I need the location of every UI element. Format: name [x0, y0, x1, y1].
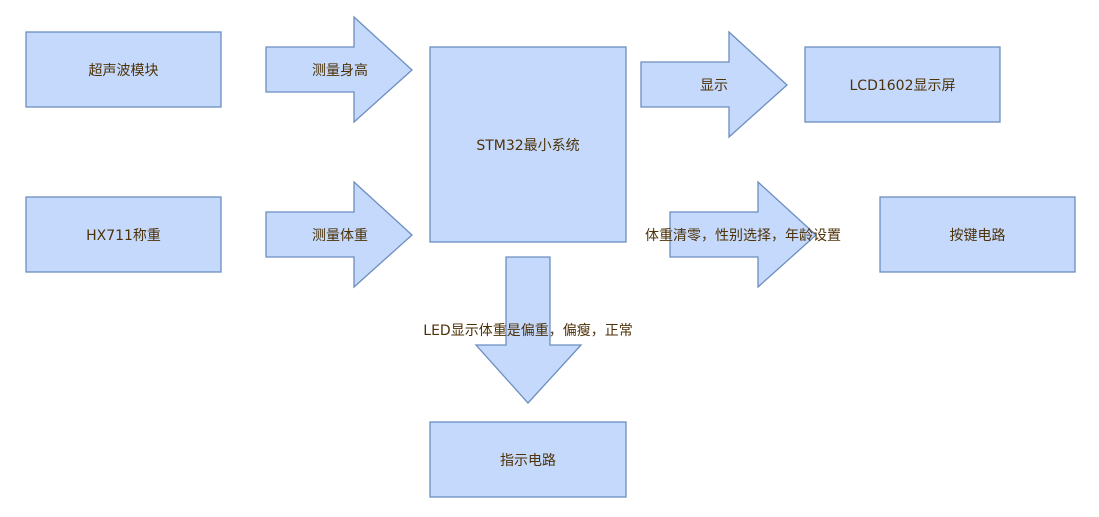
arrow-keys-label: 体重清零，性别选择，年龄设置: [645, 228, 841, 244]
arrow-indicator-label: LED显示体重是偏重，偏瘦，正常: [423, 322, 632, 339]
arrow-indicator: LED显示体重是偏重，偏瘦，正常: [423, 256, 633, 404]
arrow-measure-height: 测量身高: [265, 15, 413, 124]
box-lcd-label: LCD1602显示屏: [850, 78, 956, 94]
box-lcd: LCD1602显示屏: [804, 46, 1001, 123]
box-stm32-label: STM32最小系统: [476, 138, 579, 154]
box-ultrasonic-label: 超声波模块: [89, 63, 159, 79]
box-keys: 按键电路: [879, 196, 1076, 273]
arrow-measure-height-label: 测量身高: [312, 62, 368, 79]
arrow-measure-weight: 测量体重: [265, 180, 413, 289]
box-indicator: 指示电路: [429, 421, 627, 498]
box-keys-label: 按键电路: [950, 228, 1006, 244]
arrow-display-label: 显示: [700, 78, 728, 94]
box-stm32: STM32最小系统: [429, 46, 627, 243]
box-hx711: HX711称重: [25, 196, 222, 273]
arrow-keys: 体重清零，性别选择，年龄设置: [645, 180, 841, 289]
arrow-measure-weight-label: 测量体重: [312, 228, 368, 244]
box-hx711-label: HX711称重: [86, 228, 161, 244]
arrow-display: 显示: [640, 30, 788, 139]
box-ultrasonic: 超声波模块: [25, 31, 222, 108]
box-indicator-label: 指示电路: [500, 453, 556, 469]
